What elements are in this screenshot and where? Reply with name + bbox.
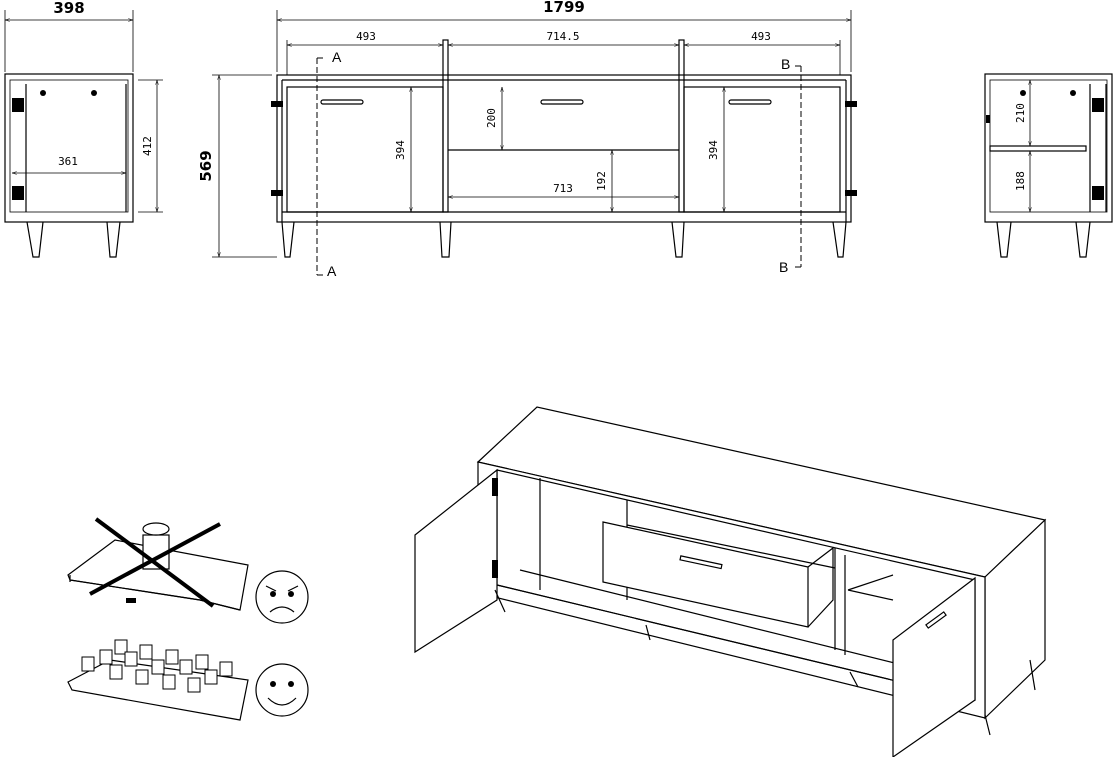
correct-load-icon (67, 639, 249, 721)
drawer-height: 200 (485, 108, 498, 128)
wrong-load-icon (67, 517, 249, 611)
left-door-height: 394 (394, 140, 407, 160)
section-a-bottom-label: A (327, 263, 337, 279)
shelf-height: 192 (595, 171, 608, 191)
shelf-width: 713 (553, 182, 573, 195)
total-width-dimension: 1799 (543, 0, 585, 16)
inner-height-dimension: 412 (141, 136, 154, 156)
side-view-section-b: 210 188 (984, 73, 1113, 258)
right-door-height: 394 (707, 140, 720, 160)
right-section-width: 493 (751, 30, 771, 43)
upper-height-dimension: 210 (1014, 103, 1027, 123)
middle-section-width: 714.5 (546, 30, 579, 43)
section-b-bottom-label: B (779, 259, 788, 275)
total-height-dimension: 569 (197, 150, 215, 181)
inner-depth-dimension: 361 (58, 155, 78, 168)
happy-face-icon (255, 663, 309, 717)
section-b-top-label: B (781, 56, 790, 72)
sad-face-icon (255, 570, 309, 624)
side-view-section-a: 398 361 412 (4, 0, 163, 258)
left-section-width: 493 (356, 30, 376, 43)
section-a-top-label: A (332, 49, 342, 65)
front-view: 1799 493 714.5 493 569 394 200 192 713 3… (197, 0, 857, 279)
lower-height-dimension: 188 (1014, 171, 1027, 191)
isometric-view (414, 406, 1047, 757)
depth-dimension: 398 (53, 0, 84, 17)
